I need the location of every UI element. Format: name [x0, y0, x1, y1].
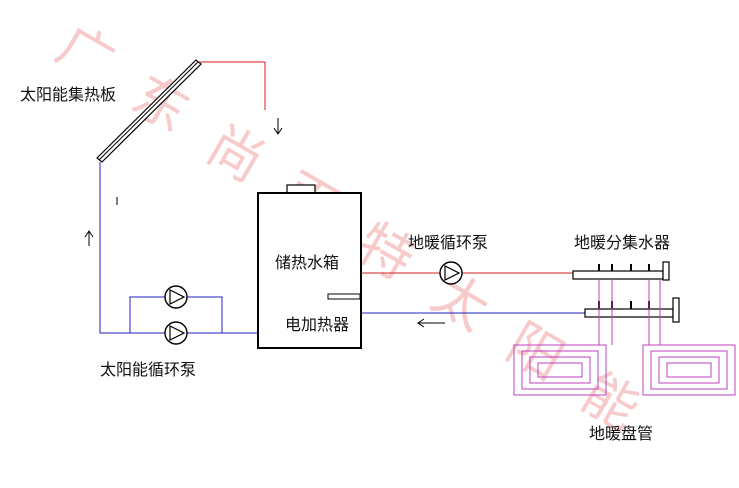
coil-label: 地暖盘管: [589, 424, 653, 443]
pump-icon: [164, 321, 188, 345]
solar-collector-panel: [96, 59, 202, 163]
panel-return-pipe: [99, 162, 258, 334]
pump-icon: [439, 261, 463, 285]
pump-icon: [164, 285, 188, 309]
storage-tank: [257, 184, 362, 349]
svg-text:广: 广: [46, 13, 124, 95]
solar-panel-label: 太阳能集热板: [20, 85, 116, 104]
floor-heating-coil: [513, 279, 736, 396]
arrow-up-icon: [84, 230, 94, 246]
solar-pump-label: 太阳能循环泵: [100, 360, 196, 379]
svg-text:阳: 阳: [496, 311, 574, 393]
floor-pump-label: 地暖循环泵: [408, 233, 488, 252]
arrow-down-icon: [273, 118, 283, 135]
arrow-left-icon: [417, 318, 445, 328]
svg-text:尚: 尚: [196, 113, 274, 195]
manifold: [572, 261, 680, 323]
tank-label: 储热水箱: [275, 253, 339, 272]
panel-supply-pipe: [199, 61, 266, 110]
manifold-label: 地暖分集水器: [574, 233, 670, 252]
heater-label: 电加热器: [285, 315, 349, 334]
